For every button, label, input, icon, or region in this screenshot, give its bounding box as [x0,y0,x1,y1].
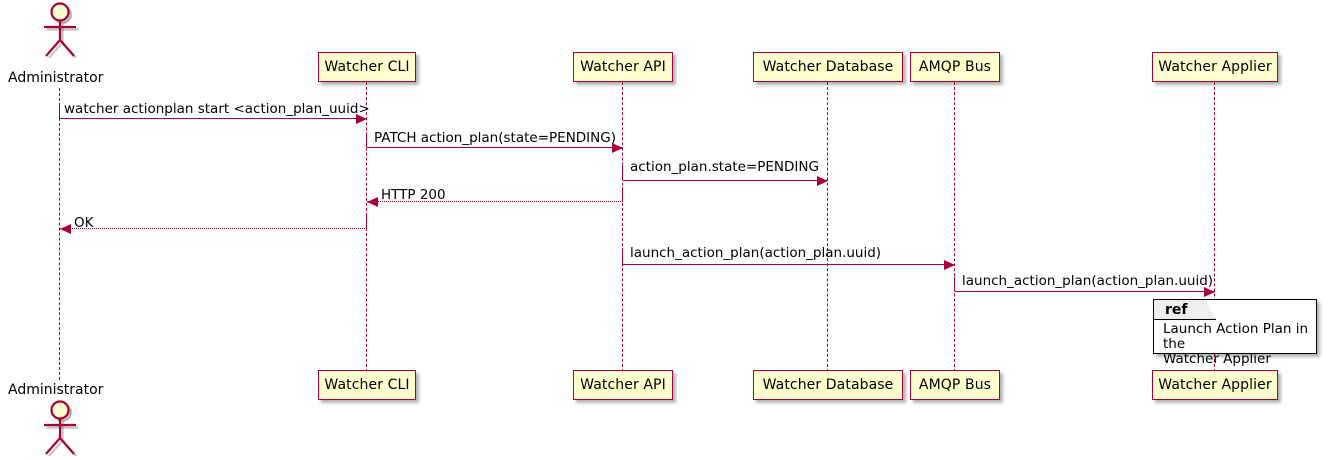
message-label-m4: HTTP 200 [381,187,446,203]
message-origin-stub-m5 [366,214,368,228]
message-label-m5: OK [74,215,94,231]
arrow-head-m1 [356,113,367,124]
message-origin-stub-m2 [366,133,368,147]
participant-watcher-database-top[interactable]: Watcher Database [753,52,903,82]
actor-stick-figure-icon [44,2,79,60]
message-origin-stub-m3 [622,166,624,180]
arrow-head-m5 [60,223,71,234]
message-line-m6 [623,264,955,265]
arrow-head-m3 [817,175,828,186]
ref-fragment-body-text: Launch Action Plan in the Watcher Applie… [1163,321,1309,367]
message-line-m2 [367,147,623,148]
lifeline-administrator [59,88,61,380]
arrow-head-m4 [367,196,378,207]
arrow-head-m7 [1204,286,1215,297]
lifeline-watcher-applier [1214,82,1216,372]
message-origin-stub-m4 [622,187,624,201]
message-label-m6: launch_action_plan(action_plan.uuid) [630,245,882,261]
message-label-m3: action_plan.state=PENDING [630,159,819,175]
arrow-head-m6 [944,259,955,270]
participant-watcher-api-top[interactable]: Watcher API [573,52,673,82]
message-label-m1: watcher actionplan start <action_plan_uu… [64,101,370,117]
message-line-m5 [60,228,367,229]
actor-label-administrator: Administrator [8,382,104,398]
lifeline-amqp-bus [954,82,956,372]
ref-fragment-tab-label: ref [1154,300,1216,320]
actor-stick-figure-icon [44,400,79,458]
message-line-m3 [623,180,828,181]
participant-watcher-cli-top[interactable]: Watcher CLI [318,52,416,82]
actor-figure-administrator [31,400,91,458]
participant-amqp-bus-bottom[interactable]: AMQP Bus [910,370,1000,400]
participant-watcher-applier-bottom[interactable]: Watcher Applier [1152,370,1278,400]
message-origin-stub-m6 [622,250,624,264]
message-line-m7 [955,291,1215,292]
message-origin-stub-m1 [59,104,61,118]
participant-watcher-cli-bottom[interactable]: Watcher CLI [318,370,416,400]
participant-watcher-database-bottom[interactable]: Watcher Database [753,370,903,400]
participant-watcher-applier-top[interactable]: Watcher Applier [1152,52,1278,82]
actor-label-administrator: Administrator [8,70,104,86]
message-label-m2: PATCH action_plan(state=PENDING) [374,130,616,146]
lifeline-watcher-database [827,82,829,372]
message-line-m4 [367,201,623,202]
message-line-m1 [60,118,367,119]
participant-amqp-bus-top[interactable]: AMQP Bus [910,52,1000,82]
lifeline-watcher-api [622,82,624,372]
participant-watcher-api-bottom[interactable]: Watcher API [573,370,673,400]
message-origin-stub-m7 [954,277,956,291]
message-label-m7: launch_action_plan(action_plan.uuid) [962,273,1214,289]
actor-figure-administrator [31,2,91,60]
arrow-head-m2 [612,142,623,153]
